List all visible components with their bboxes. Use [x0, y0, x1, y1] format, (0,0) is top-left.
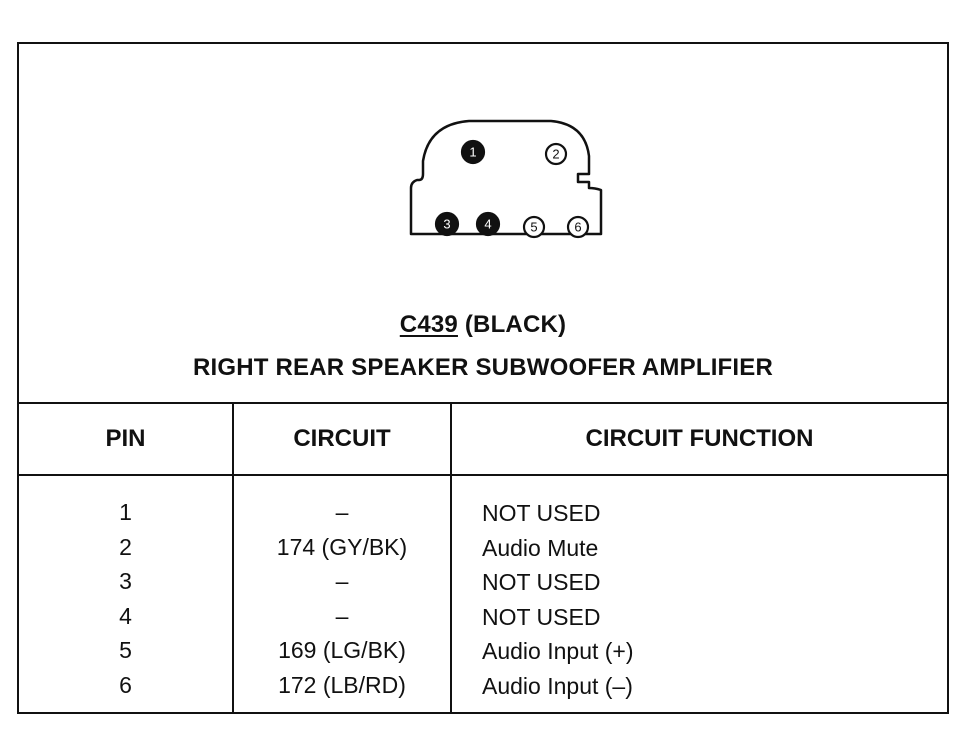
pin-cavity: 2 — [544, 142, 568, 166]
connector-face-drawing: 1 2 3 4 5 6 — [409, 119, 603, 239]
circuit-function-column: NOT USED Audio Mute NOT USED NOT USED Au… — [450, 475, 947, 714]
circuit-function-value: Audio Mute — [482, 534, 599, 561]
pin-number: 6 — [119, 671, 132, 698]
pin-cavity: 4 — [475, 211, 501, 237]
pin-cavity-number: 1 — [469, 145, 476, 160]
connector-title: C439 (BLACK) — [19, 311, 947, 339]
table-body-row: 1 2 3 4 5 6 – 174 (GY/BK) – – 169 (LG/BK — [19, 475, 947, 714]
header-circuit: CIRCUIT — [232, 404, 451, 476]
pin-cavity-empty — [522, 215, 546, 239]
circuit-value: 174 (GY/BK) — [276, 533, 408, 560]
pin-cavity-number: 2 — [552, 147, 559, 162]
circuit-value: – — [335, 602, 349, 629]
pin-cavity-number: 3 — [443, 217, 450, 232]
pin-cavity-filled — [460, 139, 486, 165]
pin-number: 3 — [119, 568, 132, 594]
pin-cavity-number: 5 — [530, 220, 537, 235]
circuit-function-value: Audio Input (+) — [482, 638, 634, 664]
pin-cavity-filled — [475, 211, 501, 237]
pin-cavity-filled — [434, 211, 460, 237]
pin-cavity-number: 6 — [574, 220, 581, 235]
circuit-function-value: NOT USED — [482, 500, 601, 526]
connector-housing — [409, 119, 603, 236]
pin-number: 2 — [119, 533, 132, 560]
pin-cavity: 5 — [522, 215, 546, 239]
circuit-function-value: NOT USED — [482, 603, 601, 630]
pin-layer: 1 2 3 4 5 6 — [434, 139, 590, 239]
pin-number: 5 — [119, 637, 132, 663]
circuit-value: – — [335, 499, 349, 525]
connector-view: 1 2 3 4 5 6 C439 (BLACK) RIGHT REAR SPEAKER S… — [19, 44, 947, 404]
connector-name: RIGHT REAR SPEAKER SUBWOOFER AMPLIFIER — [192, 354, 774, 381]
pin-number: 1 — [119, 499, 132, 525]
circuit-value: – — [335, 568, 349, 594]
connector-color-label: (BLACK) — [464, 311, 567, 338]
connector-diagram: 1 2 3 4 5 6 C439 (BLACK) RIGHT REAR SPEAKER S… — [17, 42, 949, 714]
pin-column: 1 2 3 4 5 6 — [19, 475, 233, 714]
pin-cavity: 1 — [460, 139, 486, 165]
pin-cavity-number: 4 — [484, 217, 491, 232]
circuit-column: – 174 (GY/BK) – – 169 (LG/BK) 172 (LB/RD… — [232, 475, 451, 714]
header-pin: PIN — [19, 404, 233, 476]
circuit-function-value: NOT USED — [482, 569, 601, 595]
pin-table: PIN CIRCUIT CIRCUIT FUNCTION 1 2 3 4 5 6 — [19, 404, 947, 714]
pin-cavity-empty — [566, 215, 590, 239]
circuit-function-value: Audio Input (–) — [482, 672, 633, 699]
circuit-value: 169 (LG/BK) — [278, 637, 406, 663]
connector-id: C439 — [399, 311, 458, 338]
pin-cavity: 3 — [434, 211, 460, 237]
pin-number: 4 — [119, 602, 132, 629]
pin-cavity-empty — [544, 142, 568, 166]
pin-cavity: 6 — [566, 215, 590, 239]
header-circuit-function: CIRCUIT FUNCTION — [450, 404, 947, 476]
circuit-value: 172 (LB/RD) — [278, 671, 406, 698]
table-header-row: PIN CIRCUIT CIRCUIT FUNCTION — [19, 404, 947, 476]
